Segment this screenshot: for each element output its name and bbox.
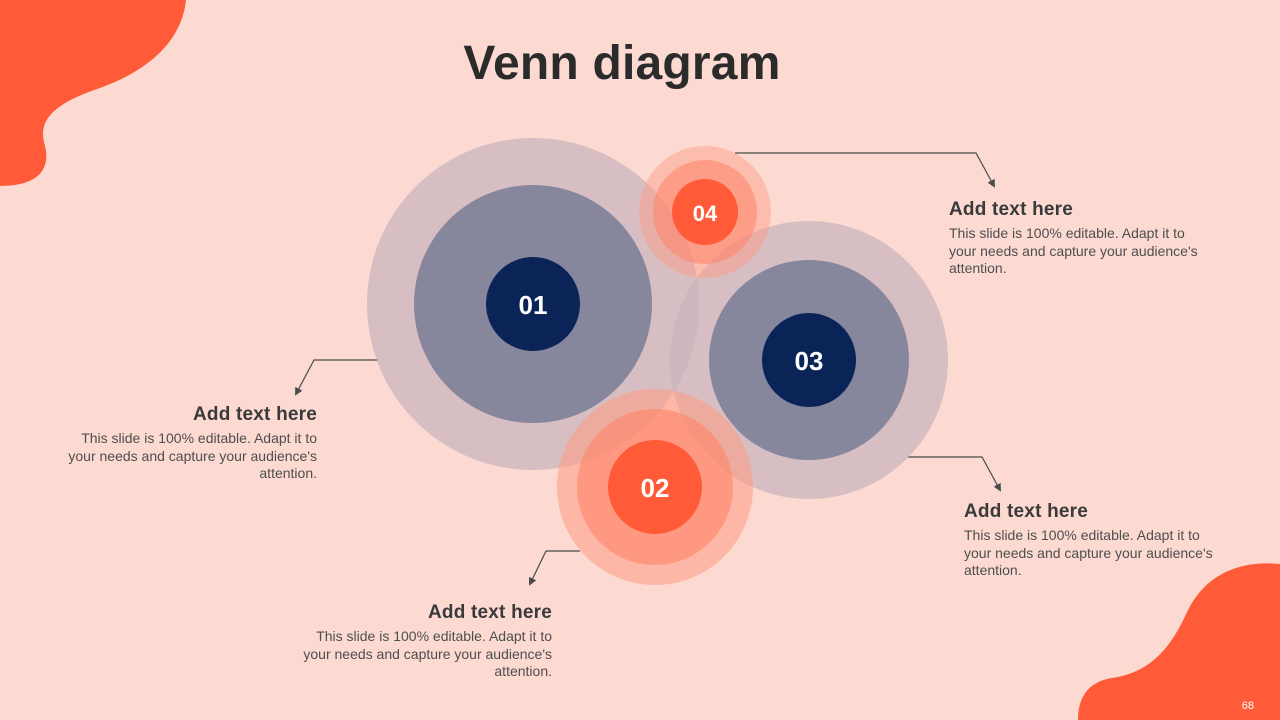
- core-01: [486, 257, 580, 351]
- core-04: [672, 179, 738, 245]
- callout-body: This slide is 100% editable. Adapt it to…: [68, 430, 317, 481]
- callout-02: Add text here This slide is 100% editabl…: [292, 602, 552, 681]
- top-left-blob: [0, 0, 186, 186]
- callout-body: This slide is 100% editable. Adapt it to…: [303, 628, 552, 679]
- bottom-right-blob: [1078, 563, 1280, 720]
- page-title: Venn diagram: [463, 37, 781, 90]
- circle-label-03: 03: [795, 346, 824, 376]
- callout-heading: Add text here: [427, 602, 552, 623]
- callout-body: This slide is 100% editable. Adapt it to…: [964, 527, 1213, 578]
- connector-line-02: [529, 550, 580, 586]
- core-02: [608, 440, 702, 534]
- connector-line-04: [735, 152, 995, 188]
- core-03: [762, 313, 856, 407]
- callout-heading: Add text here: [192, 404, 317, 425]
- callout-04: Add text here This slide is 100% editabl…: [949, 199, 1209, 278]
- circle-label-02: 02: [641, 473, 670, 503]
- callout-heading: Add text here: [964, 501, 1089, 522]
- callout-body: This slide is 100% editable. Adapt it to…: [949, 225, 1198, 276]
- callout-01: Add text here This slide is 100% editabl…: [57, 404, 317, 483]
- page-number: 68: [1241, 700, 1254, 712]
- circle-label-04: 04: [693, 201, 718, 226]
- callout-heading: Add text here: [949, 199, 1074, 220]
- circle-label-01: 01: [519, 290, 548, 320]
- callout-03: Add text here This slide is 100% editabl…: [964, 501, 1224, 580]
- connector-line-01: [295, 359, 378, 396]
- connector-line-03: [908, 456, 1001, 492]
